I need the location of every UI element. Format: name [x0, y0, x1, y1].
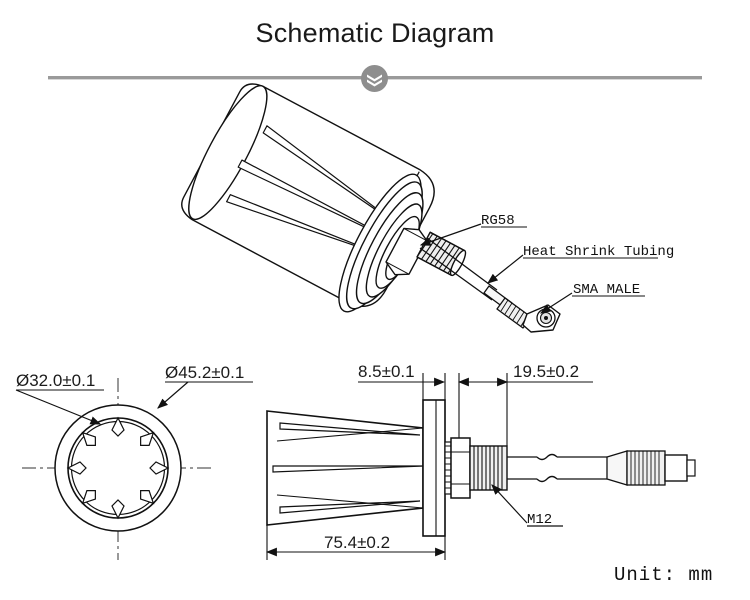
dim-body-length-group: [265, 498, 447, 560]
side-sma-barrel: [626, 450, 666, 486]
antenna-top-view: [22, 378, 215, 560]
side-coax-cable: [507, 453, 607, 483]
callout-rg58: RG58: [481, 213, 515, 229]
outer-dia-leader: [157, 381, 189, 409]
perspective-callouts: [419, 223, 573, 314]
dim-inner-diameter: Ø32.0±0.1: [16, 371, 95, 390]
page-title: Schematic Diagram: [255, 18, 495, 48]
antenna-perspective-view: [181, 83, 561, 333]
side-heat-shrink: [606, 450, 628, 486]
callout-sma-male: SMA MALE: [573, 282, 640, 298]
dim-flange-thickness-group: [358, 373, 446, 442]
side-threaded-m12: [469, 445, 508, 491]
dim-flange-thickness: 8.5±0.1: [358, 362, 415, 381]
m12-leader: [491, 484, 563, 527]
coax-cable-3d: [419, 237, 498, 301]
side-flange: [422, 399, 446, 537]
dim-thread-length: 19.5±0.2: [513, 362, 579, 381]
rg58-leader: [419, 223, 482, 246]
top-view-ribs: [66, 416, 170, 520]
callout-heat-shrink: Heat Shrink Tubing: [523, 244, 674, 260]
sma-leader: [539, 292, 573, 314]
dim-outer-diameter: Ø45.2±0.1: [165, 363, 244, 382]
dim-body-length: 75.4±0.2: [324, 533, 390, 552]
antenna-side-view: [266, 399, 696, 537]
unit-note: Unit: mm: [614, 564, 713, 586]
dim-thread-length-group: [457, 373, 593, 446]
tubing-leader: [487, 254, 524, 284]
callout-m12: M12: [527, 512, 552, 528]
side-hex-nut: [450, 437, 471, 499]
perspective-callout-underlines: [481, 226, 658, 297]
side-sma-head: [664, 454, 696, 482]
inner-dia-leader: [15, 389, 102, 425]
sma-connector-3d: [496, 297, 561, 333]
top-view-dim-leaders: [15, 381, 189, 425]
side-body-ribs: [272, 422, 425, 514]
side-washer-stack: [444, 441, 452, 495]
stacked-chevrons-icon: [361, 65, 388, 92]
